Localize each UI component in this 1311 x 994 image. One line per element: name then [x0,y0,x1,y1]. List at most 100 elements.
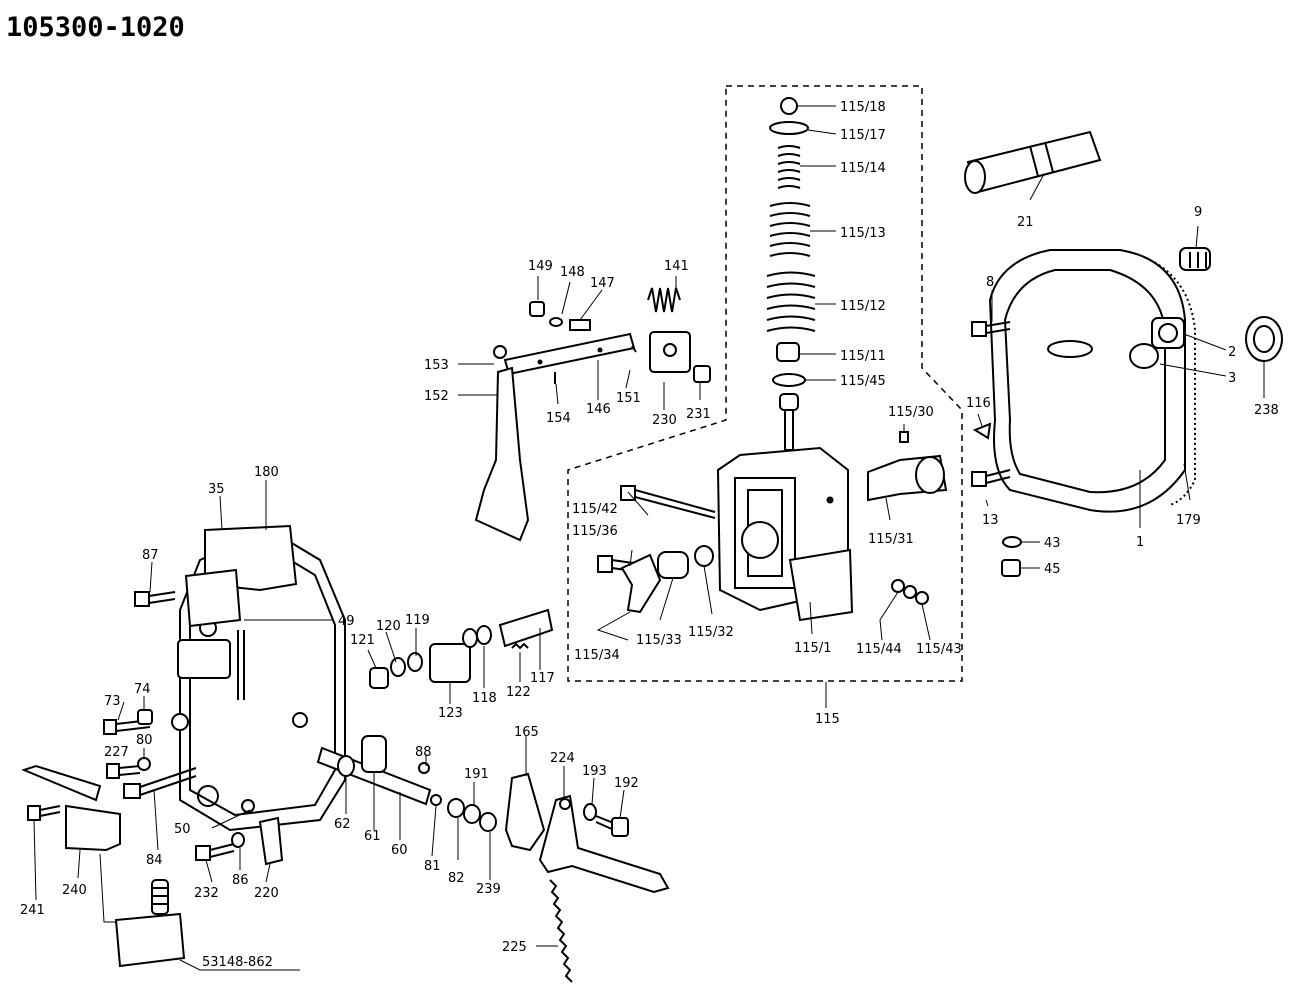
callout-115-32: 115/32 [688,625,734,640]
callout-1: 1 [1136,535,1144,550]
callout-84: 84 [146,853,163,868]
callout-117: 117 [530,671,555,686]
callout-193: 193 [582,764,607,779]
callout-118: 118 [472,691,497,706]
callout-225: 225 [502,940,527,955]
sleeve-21 [964,130,1102,194]
nut-121-washers [369,652,423,689]
callout-labels: 115/18 115/17 115/14 115/13 115/12 115/1… [20,100,1279,970]
leader-lines [33,105,1265,971]
callout-61: 61 [364,829,381,844]
callout-154: 154 [546,411,571,426]
block-230 [649,331,711,383]
callout-240: 240 [62,883,87,898]
callout-73: 73 [104,694,121,709]
callout-230: 230 [652,413,677,428]
callout-119: 119 [405,613,430,628]
nut-45 [1001,559,1021,577]
callout-115-45: 115/45 [840,374,886,389]
callout-50: 50 [174,822,191,837]
callout-147: 147 [590,276,615,291]
bolt-241 [27,805,61,821]
callout-165: 165 [514,725,539,740]
lever-115-34 [620,553,662,614]
callout-87: 87 [142,548,159,563]
lever-165 [504,772,546,852]
callout-115-17: 115/17 [840,128,886,143]
bolt-87 [134,591,176,607]
callout-49: 49 [338,614,355,629]
callout-115-11: 115/11 [840,349,886,364]
governor-spring-stack [766,97,816,451]
callout-224: 224 [550,751,575,766]
callout-115-43: 115/43 [916,642,962,657]
gasket-238 [1245,316,1283,362]
callout-121: 121 [350,633,375,648]
shaft-117 [498,608,554,650]
document-number: 105300-1020 [6,12,185,43]
stud-49 [237,630,245,700]
callout-80: 80 [136,733,153,748]
callout-141: 141 [664,259,689,274]
callout-115-13: 115/13 [840,226,886,241]
callout-115-18: 115/18 [840,100,886,115]
callout-148: 148 [560,265,585,280]
washers-118 [462,625,492,648]
callout-120: 120 [376,619,401,634]
callout-82: 82 [448,871,465,886]
plug-2-3 [1129,317,1185,369]
ball-88 [418,762,430,774]
callout-3: 3 [1228,371,1236,386]
callout-152: 152 [424,389,449,404]
assembly-115-boundary [567,85,963,682]
plug-9 [1179,247,1211,271]
bush-115-30-115-31 [867,431,948,502]
callout-149: 149 [528,259,553,274]
lever-152 [474,366,530,542]
callout-179: 179 [1176,513,1201,528]
callout-88: 88 [415,745,432,760]
callout-122: 122 [506,685,531,700]
callout-60: 60 [391,843,408,858]
bolt-84 [123,767,197,799]
key-116 [972,422,992,440]
bracket-240 [21,764,121,852]
governor-cover-1 [988,249,1196,513]
callout-153: 153 [424,358,449,373]
callout-241: 241 [20,903,45,918]
callout-74: 74 [134,682,151,697]
bolt-8 [971,321,1011,337]
callout-146: 146 [586,402,611,417]
callout-62: 62 [334,817,351,832]
bolt-13 [971,469,1011,487]
callout-8: 8 [986,275,994,290]
callout-115-33: 115/33 [636,633,682,648]
callout-180: 180 [254,465,279,480]
washer-43 [1002,536,1022,548]
bolt-232-washer-86-pin-220 [195,799,284,866]
lever-224 [538,794,670,894]
callout-231: 231 [686,407,711,422]
callout-21: 21 [1017,215,1034,230]
callout-227: 227 [104,745,129,760]
cover-35 [184,524,298,628]
callout-13: 13 [982,513,999,528]
callout-115: 115 [815,712,840,727]
nuts-115-44-115-43 [891,579,929,605]
link-146 [493,301,637,384]
governor-housing-115-1 [716,446,854,622]
spring-225 [549,879,573,983]
callout-115-42: 115/42 [572,502,618,517]
callout-86: 86 [232,873,249,888]
bolt-73-nut-74 [103,709,189,735]
washer-115-32 [694,545,714,567]
callout-53148-862: 53148-862 [202,955,273,970]
callout-238: 238 [1254,403,1279,418]
callout-2: 2 [1228,345,1236,360]
washers-82-191-239 [447,798,497,832]
callout-220: 220 [254,886,279,901]
ring-81 [430,794,442,806]
sleeve-115-33 [657,551,689,579]
callout-115-12: 115/12 [840,299,886,314]
